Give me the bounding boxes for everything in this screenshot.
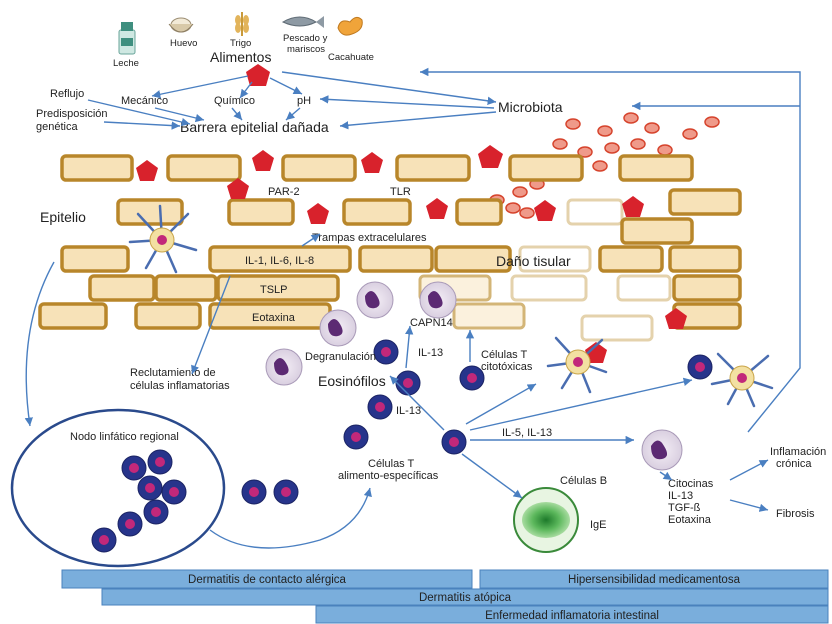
lymph-node [10,408,226,568]
tlr-label: TLR [390,186,411,198]
chronic-inflammation-label-2: crónica [776,458,812,470]
atopic-dermatitis-bar [101,588,829,606]
epithelium-layer [38,154,742,342]
reflux-label: Reflujo [50,88,84,100]
eosinophil-icon [265,348,303,386]
contact-dermatitis-bar [61,569,473,589]
egg-label: Huevo [170,38,197,49]
dendritic-cell-icon [128,204,198,274]
ige-label: IgE [590,519,607,531]
disease-bars: Dermatitis de contacto alérgica Hipersen… [61,569,829,624]
il13-label-a: IL-13 [418,347,443,359]
food-tcells-label-1: Células T [368,458,415,470]
fish-label-1: Pescado y [283,33,328,44]
cytokines-label-2: IL-13 [668,490,693,502]
cytokines-label-1: Citocinas [668,478,714,490]
cytotoxic-label-2: citotóxicas [481,361,533,373]
food-tcells-label-2: alimento-específicas [338,470,439,482]
peanut-label: Cacahuate [328,52,374,63]
cytotoxic-label-1: Células T [481,349,528,361]
degranulation-label: Degranulación [305,351,376,363]
fish-icon [281,16,324,28]
foods-title: Alimentos [210,49,271,65]
lymph-node-label: Nodo linfático regional [70,431,179,443]
fibrosis-label: Fibrosis [776,508,815,520]
eosinophils-label: Eosinófilos [318,373,386,389]
cytokines-il-label: IL-1, IL-6, IL-8 [245,255,314,267]
wheat-label: Trigo [230,38,251,49]
eotaxin-label: Eotaxina [252,312,296,324]
b-cell-icon [513,487,579,553]
egg-icon [168,17,194,33]
pathway-arrows [24,67,801,549]
milk-label: Leche [113,58,139,69]
contact-dermatitis-label: Dermatitis de contacto alérgica [188,574,346,586]
atopic-dermatitis-label: Dermatitis atópica [419,592,512,604]
recruit-label-1: Reclutamiento de [130,367,216,379]
il13-label-b: IL-13 [396,405,421,417]
eosinophil-icon [419,281,457,319]
ph-label: pH [297,95,311,107]
cytokines-label-4: Eotaxina [668,514,712,526]
chemical-label: Químico [214,95,255,107]
tissue-damage-label: Daño tisular [496,253,571,269]
traps-label: Trampas extracelulares [312,232,427,244]
drug-hypersensitivity-bar [479,569,829,589]
microbiota-label: Microbiota [498,99,563,115]
cytokines-label-3: TGF-ß [668,502,701,514]
dendritic-cell-icon [546,336,608,394]
il5-il13-label: IL-5, IL-13 [502,427,552,439]
genetic-label-1: Predisposición [36,108,108,120]
par2-label: PAR-2 [268,186,300,198]
capn14-label: CAPN14 [410,317,453,329]
dendritic-cell-icon [710,352,774,408]
epithelium-title: Epitelio [40,209,86,225]
barrier-label: Barrera epitelial dañada [180,119,329,135]
t-cells [241,339,713,505]
ibd-label: Enfermedad inflamatoria intestinal [485,610,659,622]
eosinophil-icon [319,309,357,347]
genetic-label-2: genética [36,121,78,133]
food-antigen-icon [246,64,270,86]
recruit-label-2: células inflamatorias [130,380,230,392]
drug-hypersensitivity-label: Hipersensibilidad medicamentosa [568,574,741,586]
milk-icon [118,22,136,55]
eosinophil-icon [641,429,683,471]
bcells-label: Células B [560,475,607,487]
epithelial-antigens [136,145,687,363]
chronic-inflammation-label-1: Inflamación [770,446,826,458]
peanut-icon [337,16,363,36]
mechanical-label: Mecánico [121,95,168,107]
fish-label-2: mariscos [287,44,325,55]
wheat-icon [235,12,249,36]
tslp-label: TSLP [260,284,288,296]
ibd-bar [315,605,829,624]
eosinophil-icon [356,281,394,319]
